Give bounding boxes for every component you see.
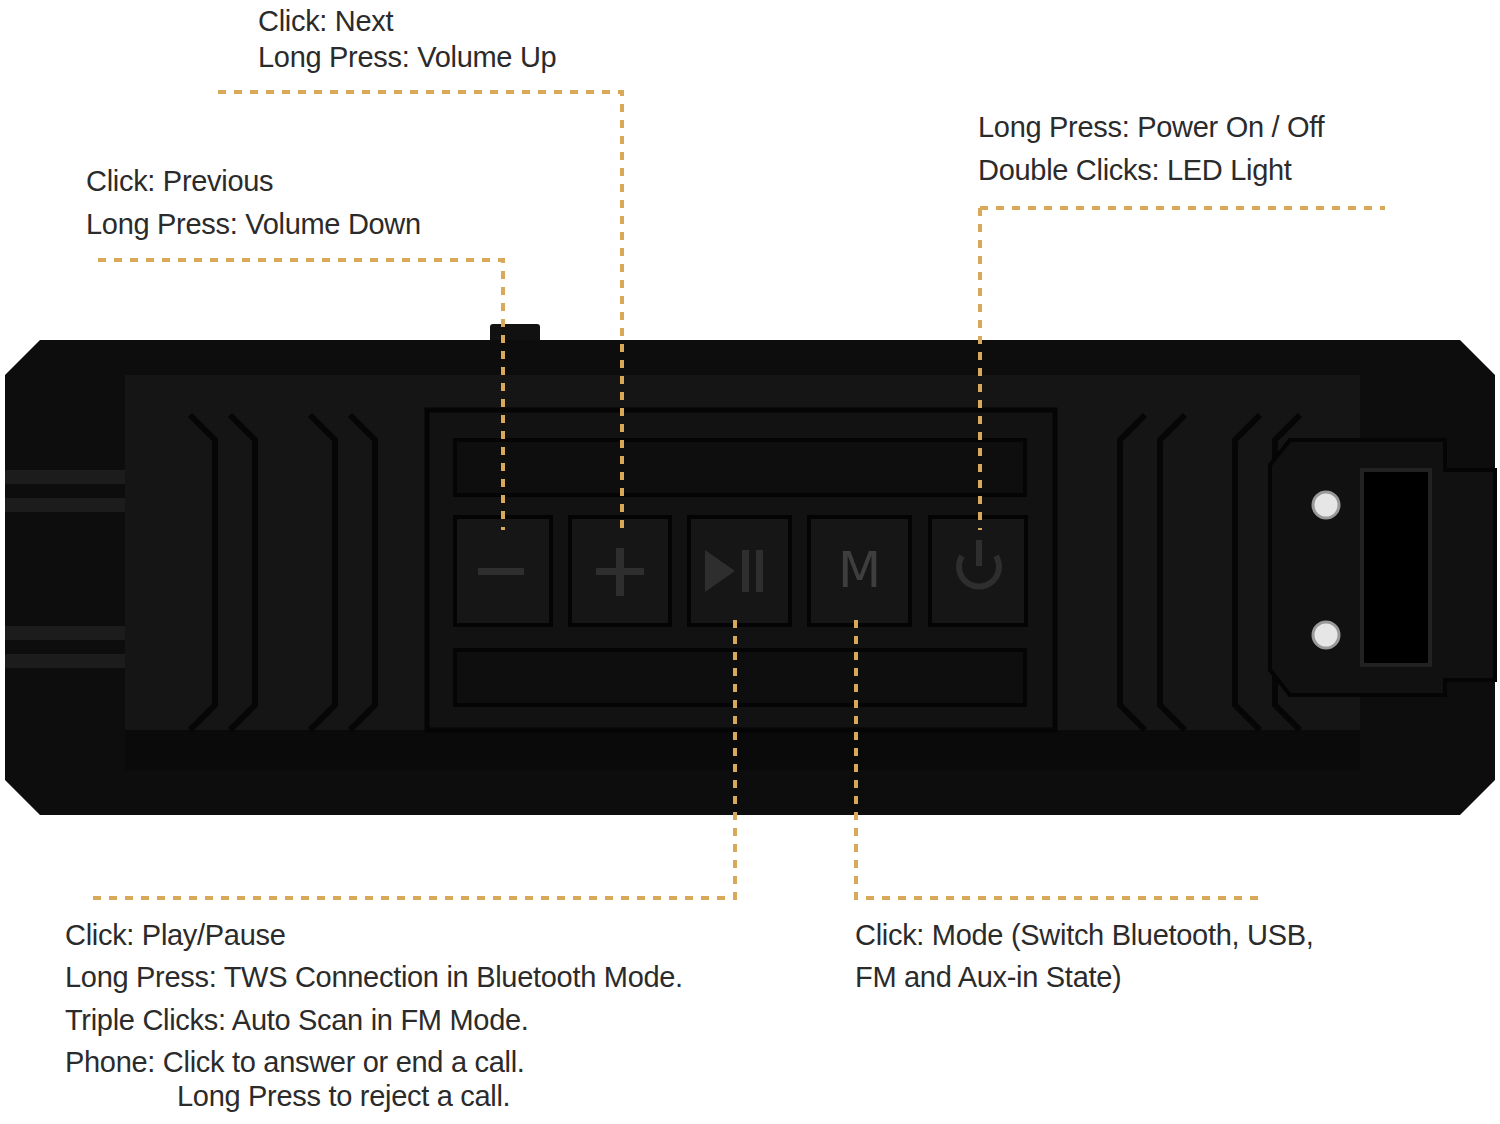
- callout-text: Long Press to reject a call.: [177, 1075, 510, 1117]
- speaker-body: [5, 340, 1495, 815]
- callout-text: Click: Previous: [86, 160, 273, 202]
- screw: [1313, 492, 1339, 518]
- callout-text: Double Clicks: LED Light: [978, 149, 1292, 191]
- callout-text: Click: Next: [258, 0, 393, 42]
- callout-text: Phone: Click to answer or end a call.: [65, 1041, 525, 1083]
- button-panel: [427, 410, 1055, 730]
- grooves: [190, 415, 1300, 730]
- screw: [1313, 622, 1339, 648]
- callout-text: Long Press: Power On / Off: [978, 106, 1324, 148]
- panel-lip: [125, 730, 1360, 770]
- button-symbols: [478, 540, 999, 596]
- button-letter: M: [809, 540, 910, 600]
- callout-text: Long Press: Volume Up: [258, 36, 556, 78]
- callout-text: Click: Play/Pause: [65, 914, 286, 956]
- callout-text: Long Press: Volume Down: [86, 203, 421, 245]
- end-ribs: [5, 470, 130, 668]
- front-panel: [125, 375, 1360, 770]
- callout-text: Long Press: TWS Connection in Bluetooth …: [65, 956, 683, 998]
- strap-holder: [1270, 440, 1495, 695]
- buttons: [455, 517, 1026, 625]
- callout-text: Click: Mode (Switch Bluetooth, USB, FM a…: [855, 914, 1325, 998]
- callout-text: Triple Clicks: Auto Scan in FM Mode.: [65, 999, 529, 1041]
